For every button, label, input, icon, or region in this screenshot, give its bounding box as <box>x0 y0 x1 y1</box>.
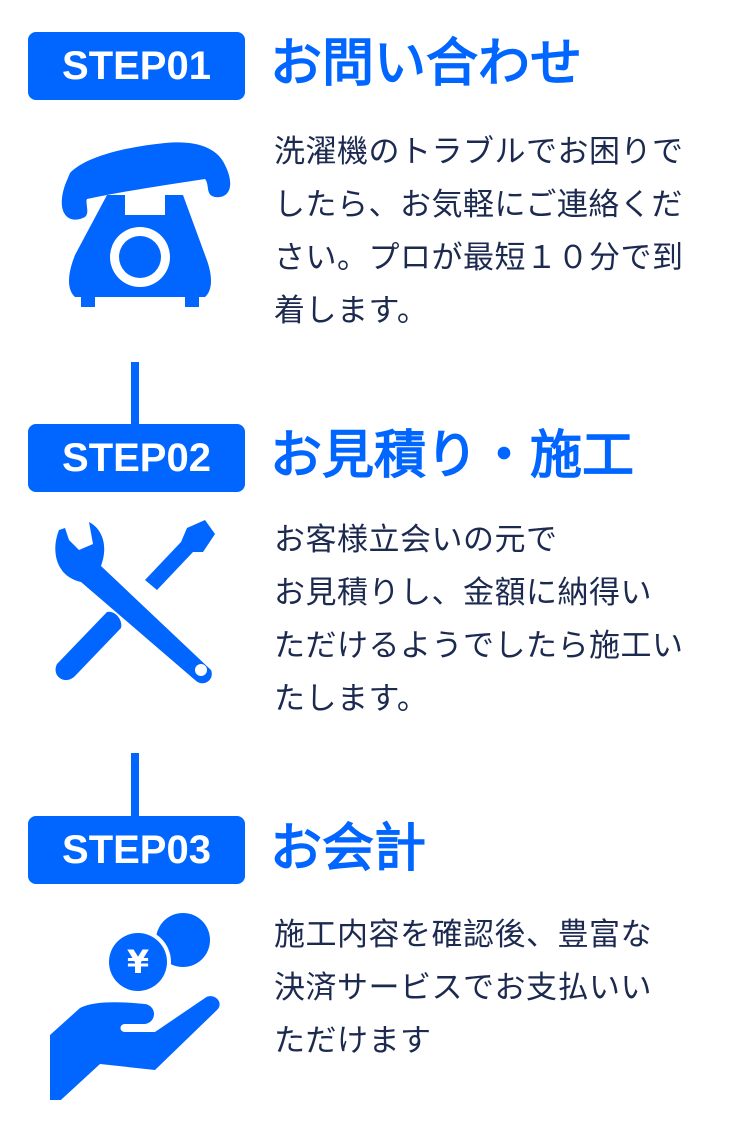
step-title: お問い合わせ <box>270 34 583 94</box>
description-line: したら、お気軽にご連絡くだ <box>274 187 683 223</box>
description-line: たします。 <box>274 681 429 717</box>
wrench-screwdriver-icon <box>55 520 215 684</box>
description-line: お客様立会いの元で <box>274 522 558 558</box>
description-line: ただけるようでしたら施工い <box>274 628 684 664</box>
svg-text:¥: ¥ <box>127 943 149 981</box>
step-03: STEP03 お会計 ¥ 施工内容を確認後、豊富な 決済サービスでお支払いい た… <box>0 815 746 1129</box>
step-description: お客様立会いの元で お見積りし、金額に納得い ただけるようでしたら施工い たしま… <box>274 514 714 726</box>
step-description: 施工内容を確認後、豊富な 決済サービスでお支払いい ただけます <box>274 909 714 1068</box>
step-badge: STEP02 <box>28 424 245 492</box>
description-line: さい。プロが最短１０分で到 <box>274 240 684 276</box>
description-line: お見積りし、金額に納得い <box>274 575 652 611</box>
step-connector-line <box>131 753 139 819</box>
step-description: 洗濯機のトラブルでお困りで したら、お気軽にご連絡くだ さい。プロが最短１０分で… <box>274 126 714 338</box>
description-line: ただけます <box>274 1023 432 1059</box>
step-02: STEP02 お見積り・施工 お客様立会いの元で お見積りし、金額に納得い ただ… <box>0 420 746 750</box>
step-title: お見積り・施工 <box>270 426 635 486</box>
step-connector-line <box>131 362 139 426</box>
description-line: 決済サービスでお支払いい <box>274 970 652 1006</box>
description-line: 洗濯機のトラブルでお困りで <box>274 134 684 170</box>
description-line: 施工内容を確認後、豊富な <box>274 917 652 953</box>
hand-yen-coin-icon: ¥ <box>50 913 220 1100</box>
description-line: 着します。 <box>274 293 429 329</box>
step-badge: STEP03 <box>28 816 245 884</box>
step-title: お会計 <box>270 819 427 879</box>
telephone-icon <box>61 142 231 307</box>
step-01: STEP01 お問い合わせ 洗濯機のトラブルでお困りで したら、お気軽にご連絡く… <box>0 0 746 360</box>
step-badge: STEP01 <box>28 32 245 100</box>
